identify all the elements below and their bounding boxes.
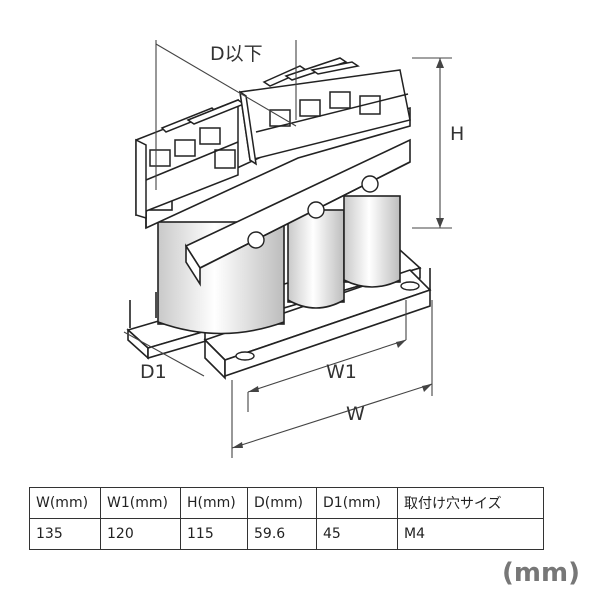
clamp-bolts bbox=[247, 175, 379, 249]
dimension-arrowheads bbox=[232, 58, 444, 448]
header-d: D(mm) bbox=[247, 487, 317, 519]
header-mount-hole-size: 取付け穴サイズ bbox=[397, 487, 544, 519]
coil-middle bbox=[287, 209, 345, 309]
bolt-icon bbox=[361, 175, 379, 193]
dim-label-w: W bbox=[346, 403, 365, 425]
coil-right bbox=[343, 195, 401, 288]
cell-d: 59.6 bbox=[247, 518, 317, 550]
cell-w: 135 bbox=[29, 518, 101, 550]
dim-label-h: H bbox=[450, 123, 464, 145]
header-d1: D1(mm) bbox=[316, 487, 398, 519]
cell-h: 115 bbox=[180, 518, 248, 550]
cell-mount-hole-size: M4 bbox=[397, 518, 544, 550]
mounting-foot-front bbox=[203, 268, 432, 380]
header-w1: W1(mm) bbox=[100, 487, 181, 519]
cell-w1: 120 bbox=[100, 518, 181, 550]
spec-table-row: 135 120 115 59.6 45 M4 bbox=[29, 518, 544, 550]
mounting-hole-right bbox=[400, 281, 420, 291]
unit-note: (mm) bbox=[502, 558, 580, 588]
mounting-hole-left bbox=[235, 351, 255, 361]
reactor-dimension-drawing: D以下 H D1 W1 W bbox=[123, 40, 464, 458]
bolt-icon bbox=[307, 201, 325, 219]
core-clamp-bracket bbox=[184, 138, 411, 287]
header-w: W(mm) bbox=[29, 487, 101, 519]
terminal-block-right bbox=[239, 57, 411, 166]
spec-table: W(mm) W1(mm) H(mm) D(mm) D1(mm) 取付け穴サイズ … bbox=[29, 487, 544, 550]
cell-d1: 45 bbox=[316, 518, 398, 550]
dimension-lines bbox=[123, 40, 452, 458]
dim-label-d1: D1 bbox=[140, 361, 167, 383]
spec-table-header-row: W(mm) W1(mm) H(mm) D(mm) D1(mm) 取付け穴サイズ bbox=[29, 487, 544, 519]
dim-label-w1: W1 bbox=[326, 361, 357, 383]
dim-label-d-max: D以下 bbox=[210, 43, 263, 65]
header-h: H(mm) bbox=[180, 487, 248, 519]
bolt-icon bbox=[247, 231, 265, 249]
